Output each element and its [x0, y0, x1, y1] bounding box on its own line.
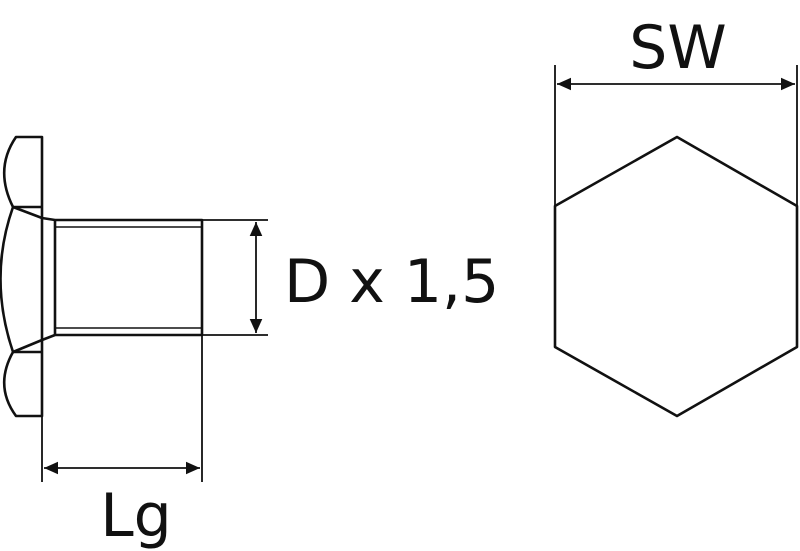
hex-head-chamfer-bottom: [12, 338, 43, 354]
hex-head-chamfer-top: [12, 205, 43, 220]
hex-top-view: [553, 135, 799, 418]
thread-length-label: Lg: [100, 481, 172, 551]
thread-shank-outline: [41, 216, 204, 342]
hex-head-outline: [0, 135, 44, 418]
thread-length-dimension: [41, 335, 203, 482]
thread-diameter-dimension: [202, 219, 268, 336]
side-view: [0, 135, 204, 418]
width-across-flats-label: SW: [629, 13, 726, 83]
width-across-flats-dimension: [554, 65, 798, 206]
thread-label: D x 1,5: [284, 247, 499, 317]
